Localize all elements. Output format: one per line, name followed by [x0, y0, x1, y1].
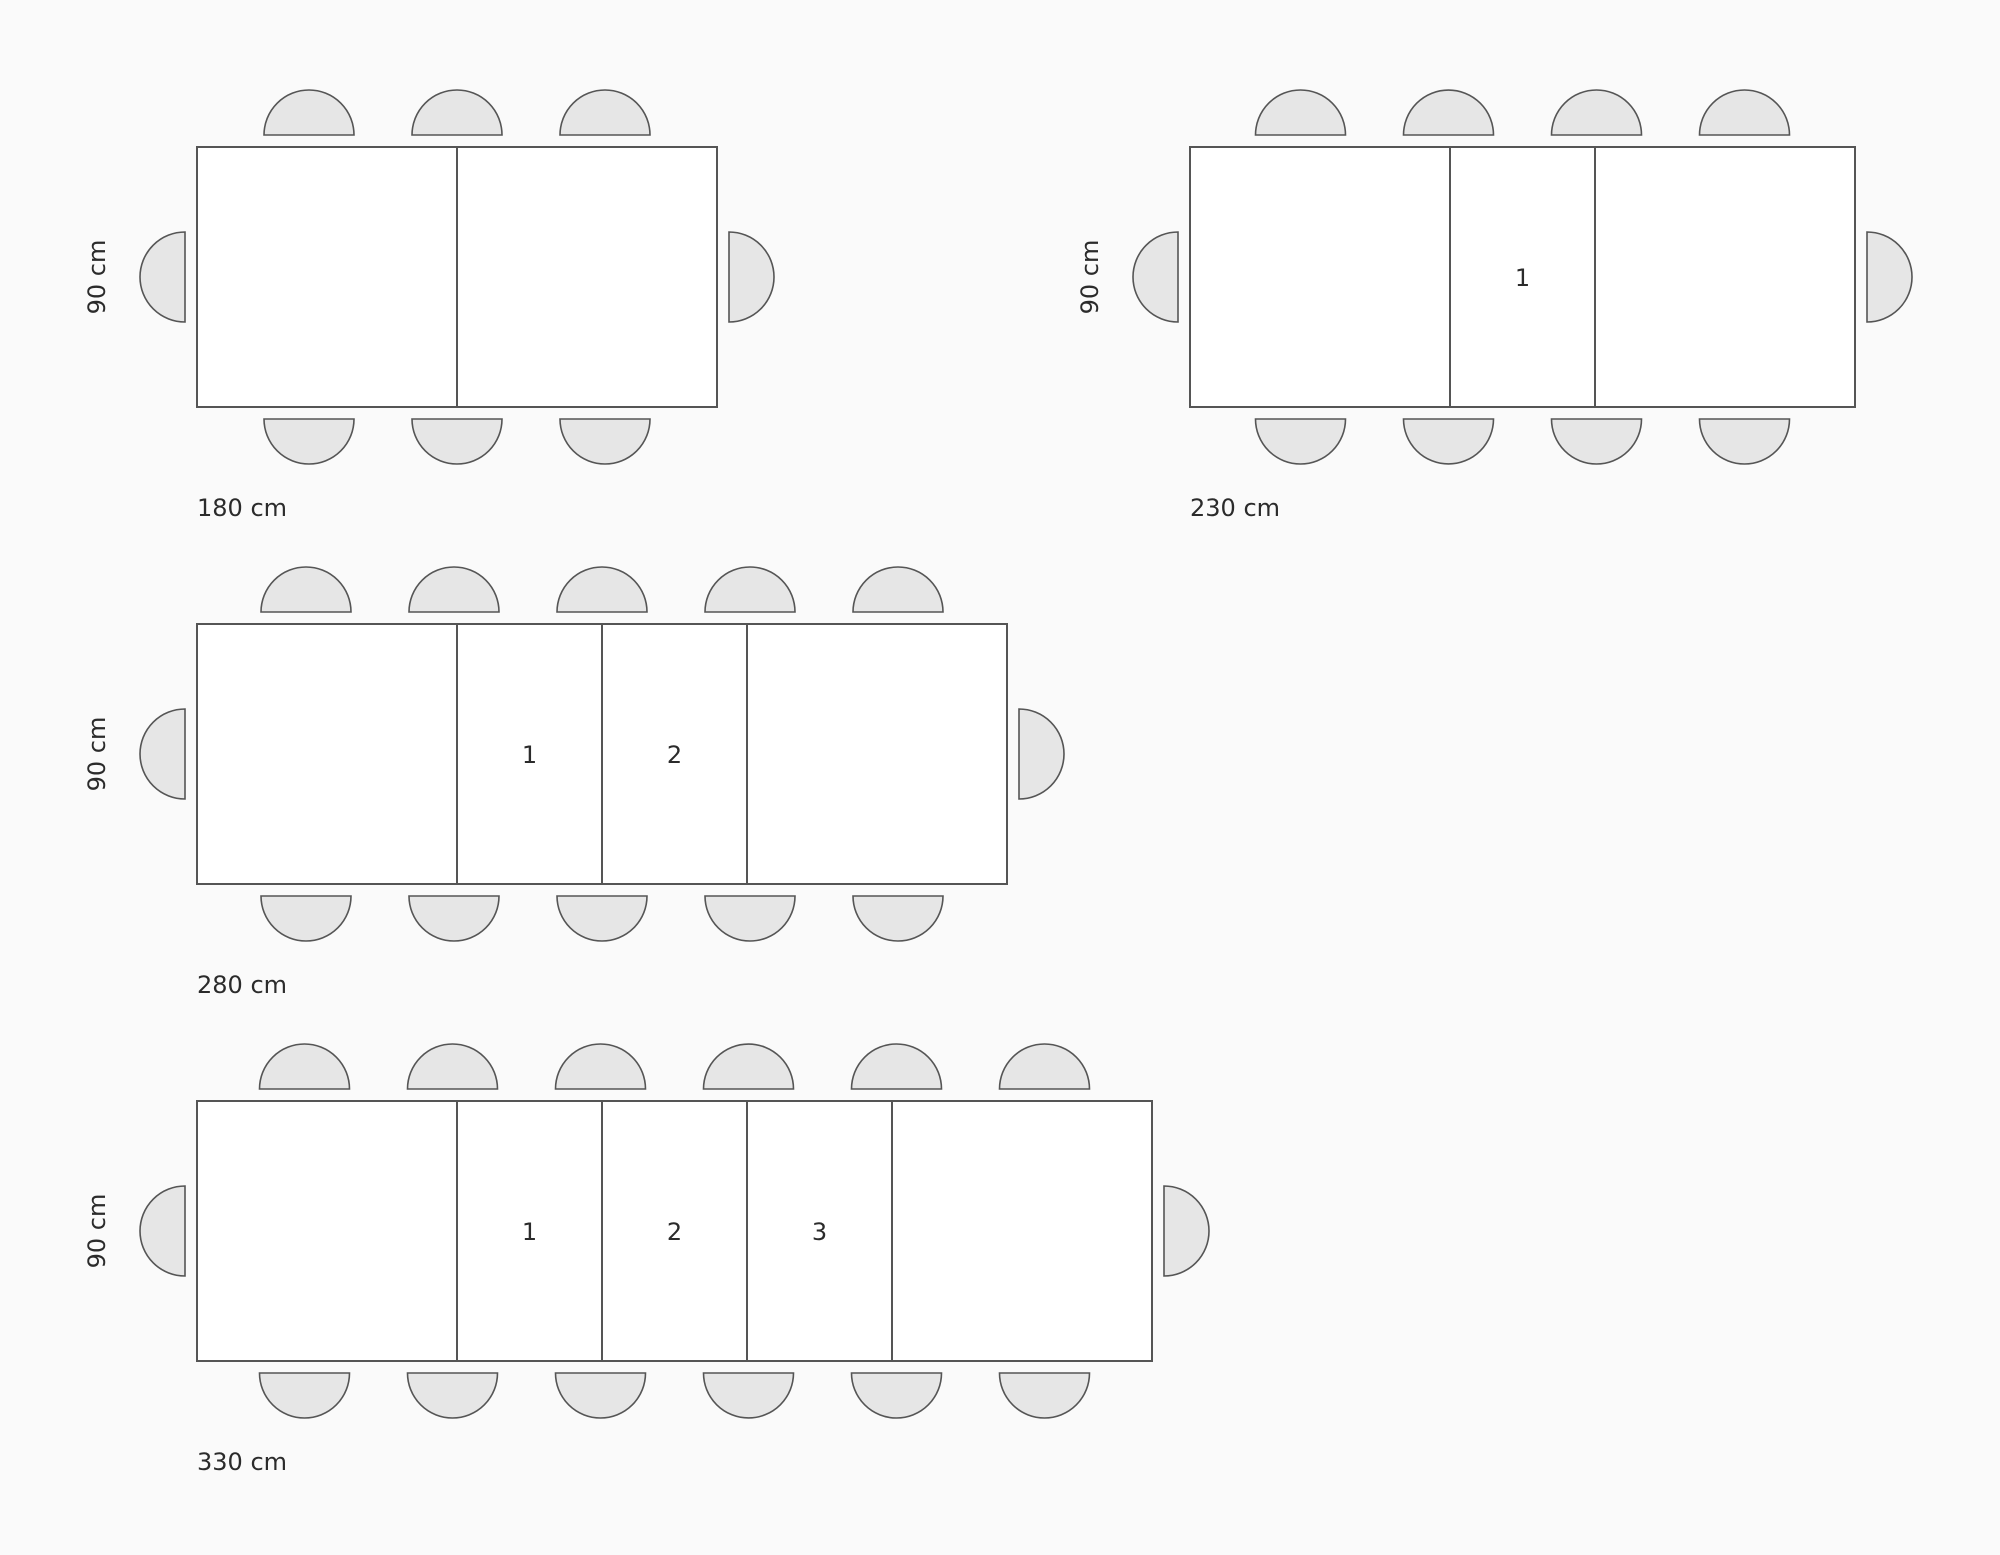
chair-icon [554, 1043, 647, 1090]
leaf-number-label: 2 [667, 741, 682, 769]
chair-icon [1018, 708, 1065, 800]
chair-icon [559, 89, 651, 136]
chair-icon [728, 231, 775, 323]
chair-icon [1698, 418, 1791, 465]
chair-icon [704, 895, 796, 942]
chair-icon [702, 1043, 795, 1090]
chair-icon [263, 89, 355, 136]
width-dimension-label: 90 cm [1076, 240, 1104, 315]
table-configuration-1: 90 cm 180 cm [83, 89, 775, 522]
chair-icon [139, 1185, 186, 1277]
chair-icon [852, 566, 944, 613]
chair-icon [702, 1372, 795, 1419]
chair-icon [260, 566, 352, 613]
leaf-number-label: 2 [667, 1218, 682, 1246]
chair-icon [139, 231, 186, 323]
chair-icon [1254, 418, 1347, 465]
chair-icon [1132, 231, 1179, 323]
table-top [1189, 146, 1856, 408]
chair-icon [411, 89, 503, 136]
table-configuration-3: 1 2 90 cm 280 cm [83, 566, 1065, 999]
chair-icon [1402, 418, 1495, 465]
chair-icon [1254, 89, 1347, 136]
chair-icon [554, 1372, 647, 1419]
chair-icon [1163, 1185, 1210, 1277]
chair-icon [1698, 89, 1791, 136]
chair-icon [411, 418, 503, 465]
leaf-number-label: 3 [812, 1218, 827, 1246]
leaf-number-label: 1 [1515, 264, 1530, 292]
length-dimension-label: 330 cm [197, 1448, 287, 1476]
table-top [196, 1100, 1153, 1362]
chair-icon [139, 708, 186, 800]
chair-icon [1402, 89, 1495, 136]
chair-icon [704, 566, 796, 613]
chair-icon [258, 1372, 351, 1419]
length-dimension-label: 280 cm [197, 971, 287, 999]
length-dimension-label: 230 cm [1190, 494, 1280, 522]
chair-icon [850, 1372, 943, 1419]
table-configuration-2: 1 90 cm 230 cm [1076, 89, 1913, 522]
chair-icon [852, 895, 944, 942]
chair-icon [1866, 231, 1913, 323]
chair-icon [406, 1372, 499, 1419]
chair-icon [998, 1043, 1091, 1090]
chair-icon [408, 895, 500, 942]
chair-icon [850, 1043, 943, 1090]
chair-icon [556, 895, 648, 942]
chair-icon [408, 566, 500, 613]
width-dimension-label: 90 cm [83, 240, 111, 315]
leaf-number-label: 1 [522, 1218, 537, 1246]
width-dimension-label: 90 cm [83, 717, 111, 792]
table-configuration-4: 1 2 3 90 cm 330 cm [83, 1043, 1210, 1476]
chair-icon [1550, 89, 1643, 136]
length-dimension-label: 180 cm [197, 494, 287, 522]
chair-icon [260, 895, 352, 942]
chair-icon [1550, 418, 1643, 465]
width-dimension-label: 90 cm [83, 1194, 111, 1269]
chair-icon [556, 566, 648, 613]
chair-icon [559, 418, 651, 465]
chair-icon [263, 418, 355, 465]
chair-icon [406, 1043, 499, 1090]
chair-icon [258, 1043, 351, 1090]
leaf-number-label: 1 [522, 741, 537, 769]
chair-icon [998, 1372, 1091, 1419]
